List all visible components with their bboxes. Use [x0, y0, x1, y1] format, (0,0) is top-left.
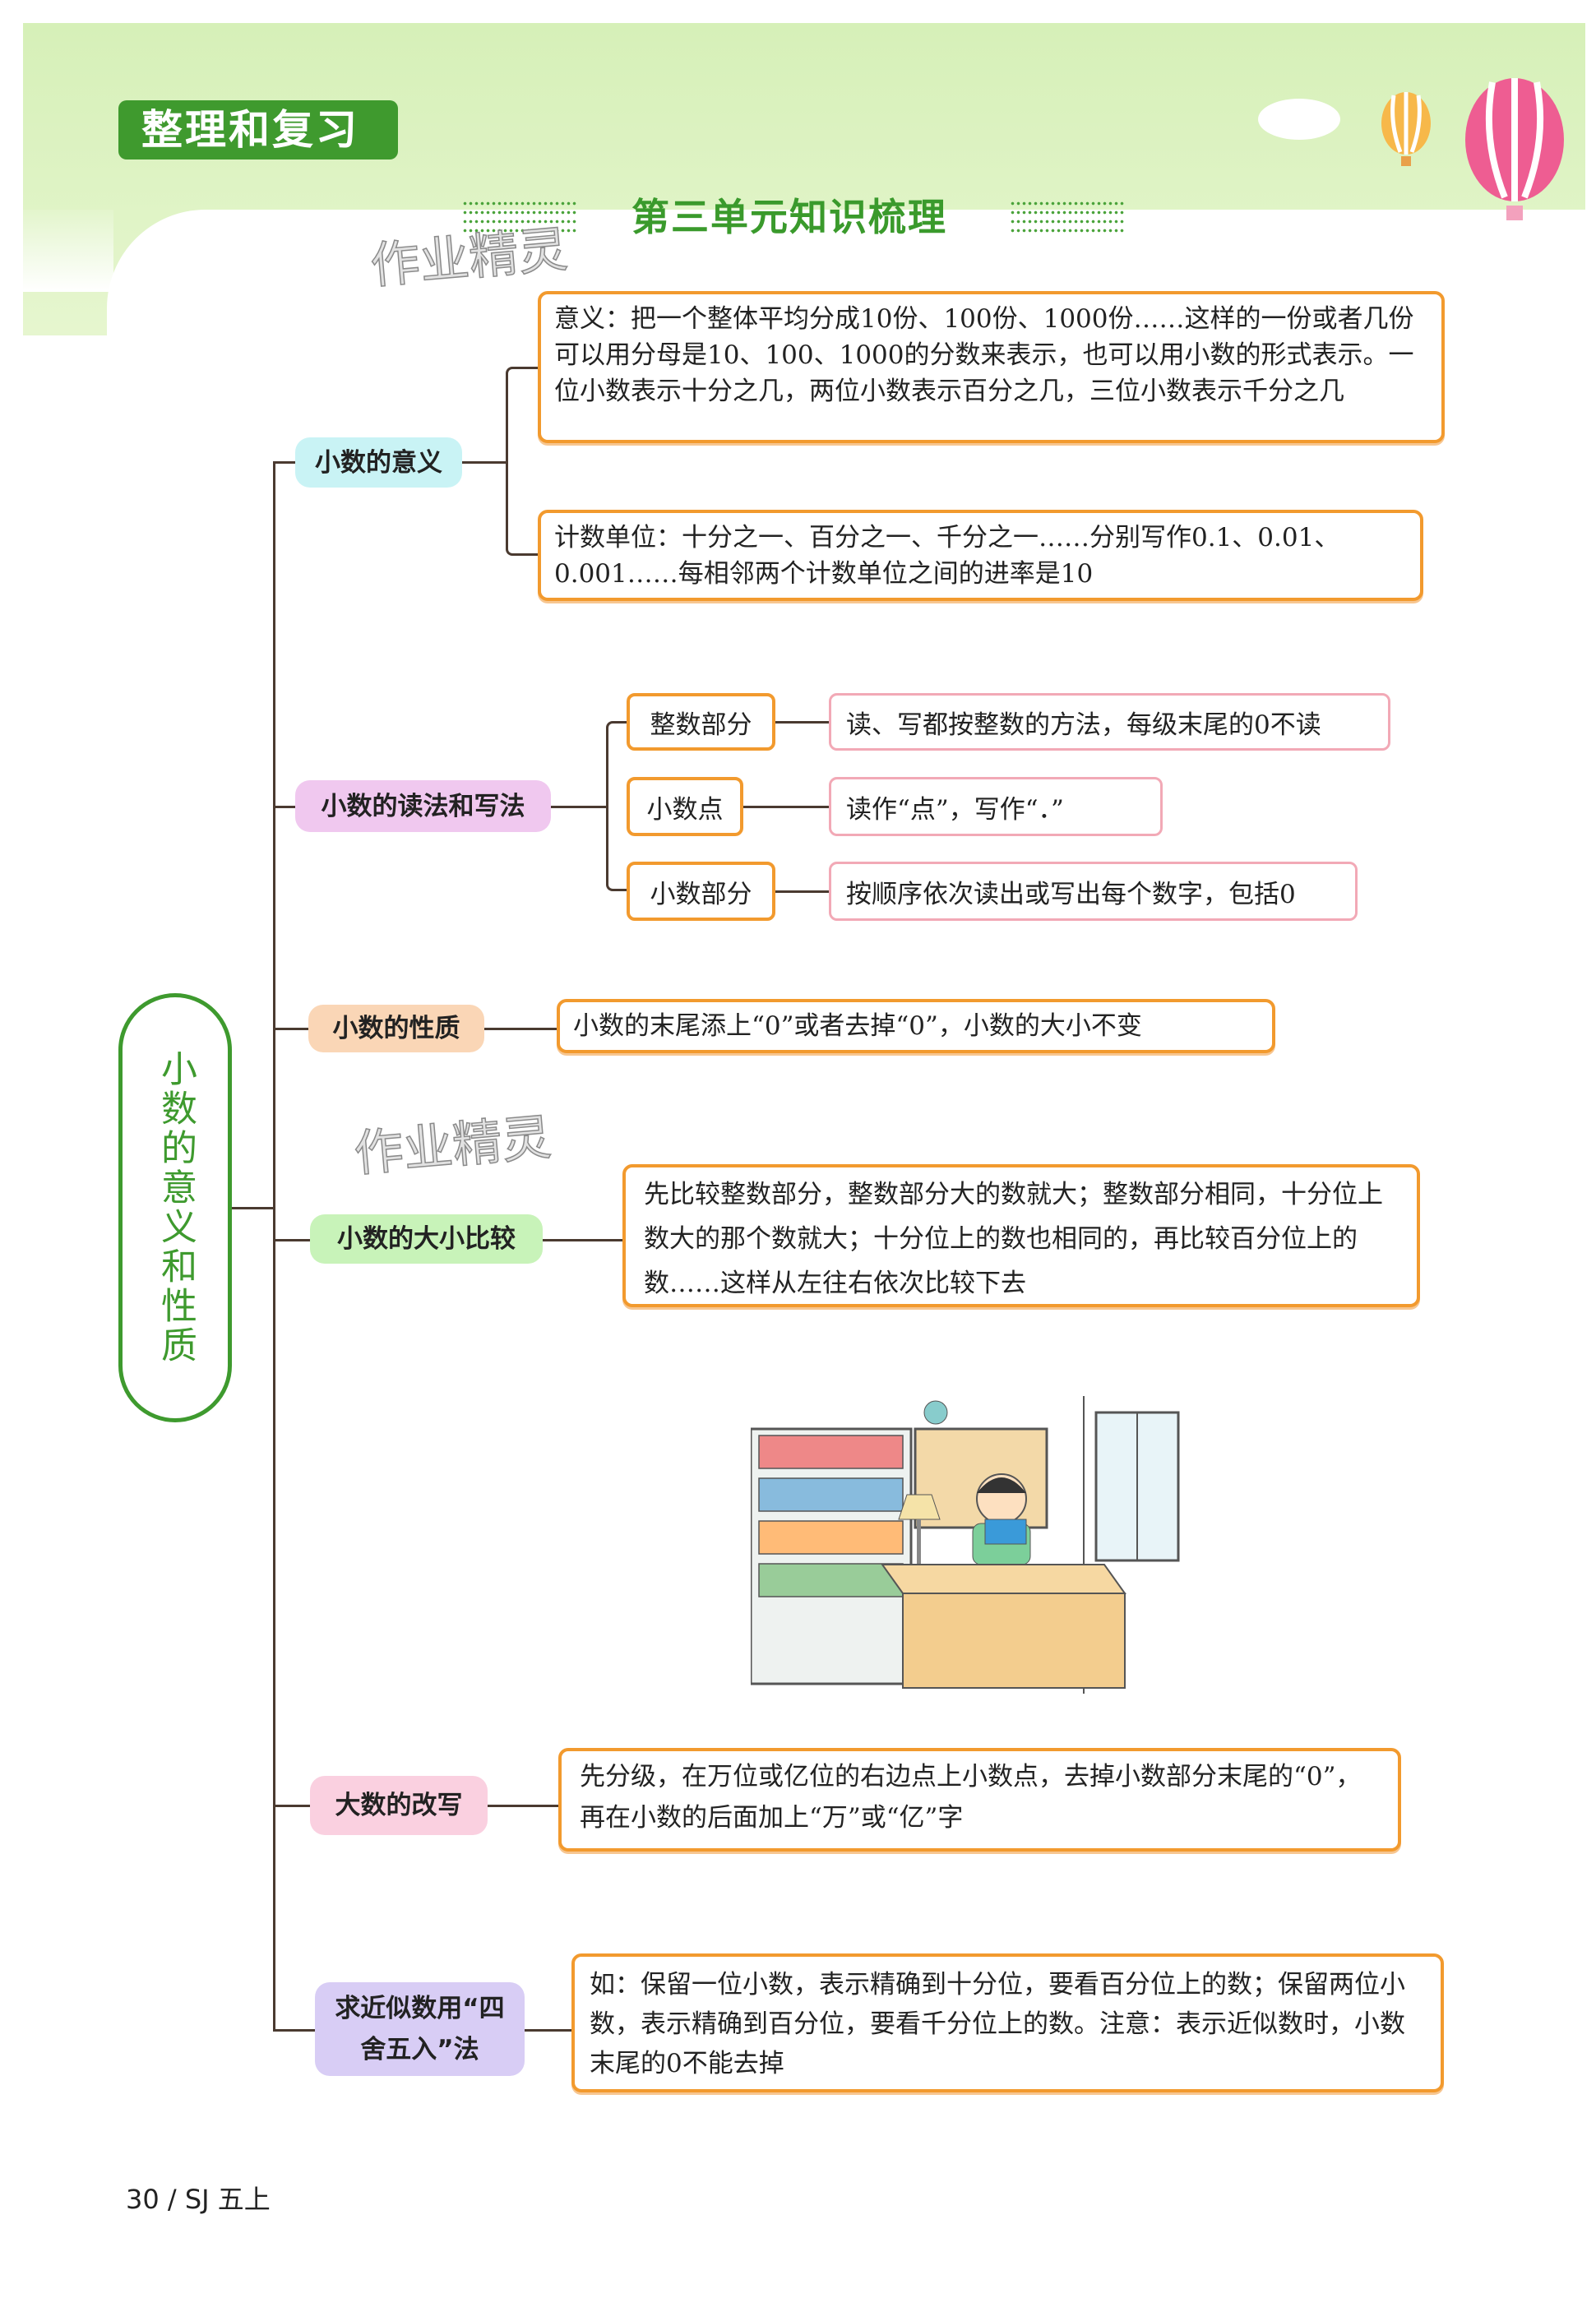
- meaning-definition-box: 意义：把一个整体平均分成10份、100份、1000份……这样的一份或者几份可以用…: [538, 291, 1445, 443]
- section-tab: 整理和复习: [118, 100, 398, 160]
- large-balloon-icon: [1465, 78, 1564, 220]
- boy-reading-illustration: [751, 1396, 1180, 1694]
- part-integer: 整数部分: [627, 693, 775, 751]
- part-decimal-point: 小数点: [627, 777, 743, 836]
- branch-reading-writing: 小数的读法和写法: [295, 780, 551, 832]
- property-box: 小数的末尾添上“0”或者去掉“0”，小数的大小不变: [557, 999, 1275, 1053]
- connector: [543, 1239, 622, 1241]
- branch-large-number-rewrite: 大数的改写: [310, 1776, 488, 1835]
- part-fraction: 小数部分: [627, 862, 775, 921]
- header-background-fade: [23, 210, 113, 292]
- connector: [462, 461, 507, 464]
- comparison-box: 先比较整数部分，整数部分大的数就大；整数部分相同，十分位上数大的那个数就大；十分…: [622, 1164, 1420, 1307]
- counting-unit-box: 计数单位：十分之一、百分之一、千分之一……分别写作0.1、0.01、0.001……: [538, 510, 1423, 601]
- branch-meaning: 小数的意义: [295, 437, 462, 488]
- title-dots-left: [462, 199, 577, 235]
- connector: [775, 721, 829, 724]
- title-dots-right: [1010, 199, 1125, 235]
- rewrite-box: 先分级，在万位或亿位的右边点上小数点，去掉小数部分末尾的“0”，再在小数的后面加…: [558, 1748, 1401, 1852]
- connector: [488, 1805, 558, 1807]
- trunk-line: [273, 461, 275, 2032]
- connector: [273, 1239, 310, 1241]
- bracket: [606, 721, 627, 891]
- small-balloon-icon: [1381, 92, 1431, 166]
- connector: [551, 806, 607, 808]
- bookshelf-icon: [751, 1400, 1048, 1685]
- connector: [273, 1805, 310, 1807]
- window-icon: [1083, 1396, 1180, 1694]
- connector: [775, 890, 829, 893]
- branch-comparison: 小数的大小比较: [310, 1214, 543, 1264]
- connector: [273, 2029, 315, 2032]
- bracket: [506, 367, 538, 556]
- cloud-icon: [1258, 99, 1340, 140]
- balloons-illustration: [1258, 78, 1564, 220]
- connector: [232, 1207, 275, 1209]
- branch-property: 小数的性质: [308, 1005, 484, 1052]
- page-title: 第三单元知识梳理: [631, 195, 947, 239]
- page-number: 30 / SJ 五上: [126, 2184, 271, 2215]
- branch-rounding: 求近似数用“四舍五入”法: [315, 1982, 525, 2076]
- decimal-point-rule: 读作“点”，写作“．”: [829, 777, 1163, 836]
- fraction-rule: 按顺序依次读出或写出每个数字，包括0: [829, 862, 1358, 921]
- connector: [743, 806, 829, 808]
- root-node: 小数的意义和性质: [118, 993, 232, 1422]
- connector: [484, 1028, 557, 1030]
- connector: [273, 806, 295, 808]
- integer-rule: 读、写都按整数的方法，每级末尾的0不读: [829, 693, 1390, 751]
- desk-icon: [881, 1564, 1126, 1689]
- connector: [273, 1028, 308, 1030]
- connector: [525, 2029, 571, 2032]
- rounding-box: 如：保留一位小数，表示精确到十分位，要看百分位上的数；保留两位小数，表示精确到百…: [571, 1953, 1444, 2092]
- boy-icon: [972, 1473, 1031, 1565]
- lamp-icon: [898, 1494, 941, 1565]
- connector: [273, 461, 295, 464]
